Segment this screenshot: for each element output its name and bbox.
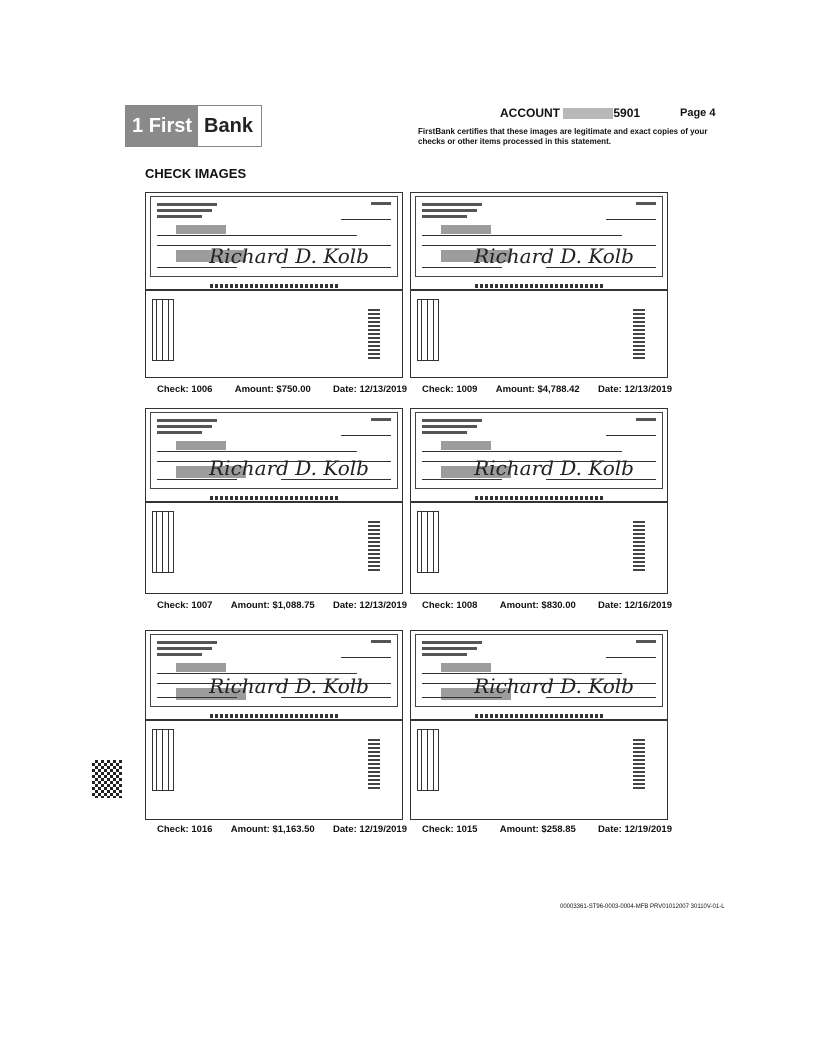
certification-text: FirstBank certifies that these images ar… [418, 127, 708, 146]
signature: Richard D. Kolb [209, 674, 369, 698]
check-amount: Amount: $258.85 [499, 824, 576, 835]
check-caption: Check: 1016 Amount: $1,163.50 Date: 12/19/… [157, 824, 407, 835]
logo-first: First [148, 114, 193, 137]
check-caption: Check: 1007 Amount: $1,088.75 Date: 12/13/… [157, 600, 407, 611]
page-number: Page 4 [680, 107, 716, 119]
micr-line [210, 496, 338, 500]
check-caption: Check: 1009 Amount: $4,788.42 Date: 12/13/… [422, 384, 672, 395]
signature: Richard D. Kolb [474, 456, 634, 480]
account-label: ACCOUNT [500, 106, 560, 120]
micr-line [475, 714, 603, 718]
check-number: Check: 1009 [422, 384, 478, 395]
check-front-image: Richard D. Kolb [145, 192, 403, 290]
endorsement-stamp [417, 729, 439, 791]
signature: Richard D. Kolb [474, 674, 634, 698]
endorsement-stamp [152, 511, 174, 573]
qr-code [92, 760, 122, 798]
account-suffix: 5901 [613, 106, 641, 120]
check-date: Date: 12/13/2019 [333, 600, 407, 611]
check-number: Check: 1006 [157, 384, 213, 395]
endorsement-stamp [152, 729, 174, 791]
check-back-image [410, 502, 668, 594]
check-number: Check: 1007 [157, 600, 213, 611]
section-title: CHECK IMAGES [145, 166, 247, 181]
check-amount: Amount: $830.00 [499, 600, 576, 611]
check-front-image: Richard D. Kolb [145, 630, 403, 720]
footer-code: 00003361-ST96-0003-0004-MFB PRV01012007 … [560, 904, 725, 910]
signature: Richard D. Kolb [474, 244, 634, 268]
endorsement-stamp [417, 511, 439, 573]
check-back-image [145, 502, 403, 594]
logo-number: 1 [132, 114, 144, 137]
check-date: Date: 12/19/2019 [598, 824, 672, 835]
check-caption: Check: 1006 Amount: $750.00 Date: 12/13/20… [157, 384, 407, 395]
micr-line [475, 496, 603, 500]
redaction [563, 108, 614, 120]
check-back-image [410, 720, 668, 820]
account-number: ACCOUNT 5901 [500, 106, 640, 120]
check-caption: Check: 1008 Amount: $830.00 Date: 12/16/20… [422, 600, 672, 611]
logo-bank: Bank [204, 114, 253, 137]
signature: Richard D. Kolb [209, 456, 369, 480]
check-number: Check: 1015 [422, 824, 478, 835]
check-date: Date: 12/13/2019 [598, 384, 672, 395]
check-amount: Amount: $750.00 [234, 384, 311, 395]
micr-line [210, 714, 338, 718]
check-back-image [145, 720, 403, 820]
check-amount: Amount: $1,088.75 [230, 600, 315, 611]
check-front-image: Richard D. Kolb [410, 408, 668, 502]
micr-line [475, 284, 603, 288]
check-front-image: Richard D. Kolb [410, 192, 668, 290]
check-back-image [410, 290, 668, 378]
signature: Richard D. Kolb [209, 244, 369, 268]
check-number: Check: 1016 [157, 824, 213, 835]
endorsement-stamp [417, 299, 439, 361]
check-date: Date: 12/13/2019 [333, 384, 407, 395]
check-front-image: Richard D. Kolb [145, 408, 403, 502]
check-amount: Amount: $4,788.42 [495, 384, 580, 395]
firstbank-logo: 1 First Bank [125, 105, 262, 147]
micr-line [210, 284, 338, 288]
check-date: Date: 12/19/2019 [333, 824, 407, 835]
endorsement-stamp [152, 299, 174, 361]
check-number: Check: 1008 [422, 600, 478, 611]
check-amount: Amount: $1,163.50 [230, 824, 315, 835]
check-date: Date: 12/16/2019 [598, 600, 672, 611]
check-caption: Check: 1015 Amount: $258.85 Date: 12/19/20… [422, 824, 672, 835]
check-front-image: Richard D. Kolb [410, 630, 668, 720]
check-back-image [145, 290, 403, 378]
